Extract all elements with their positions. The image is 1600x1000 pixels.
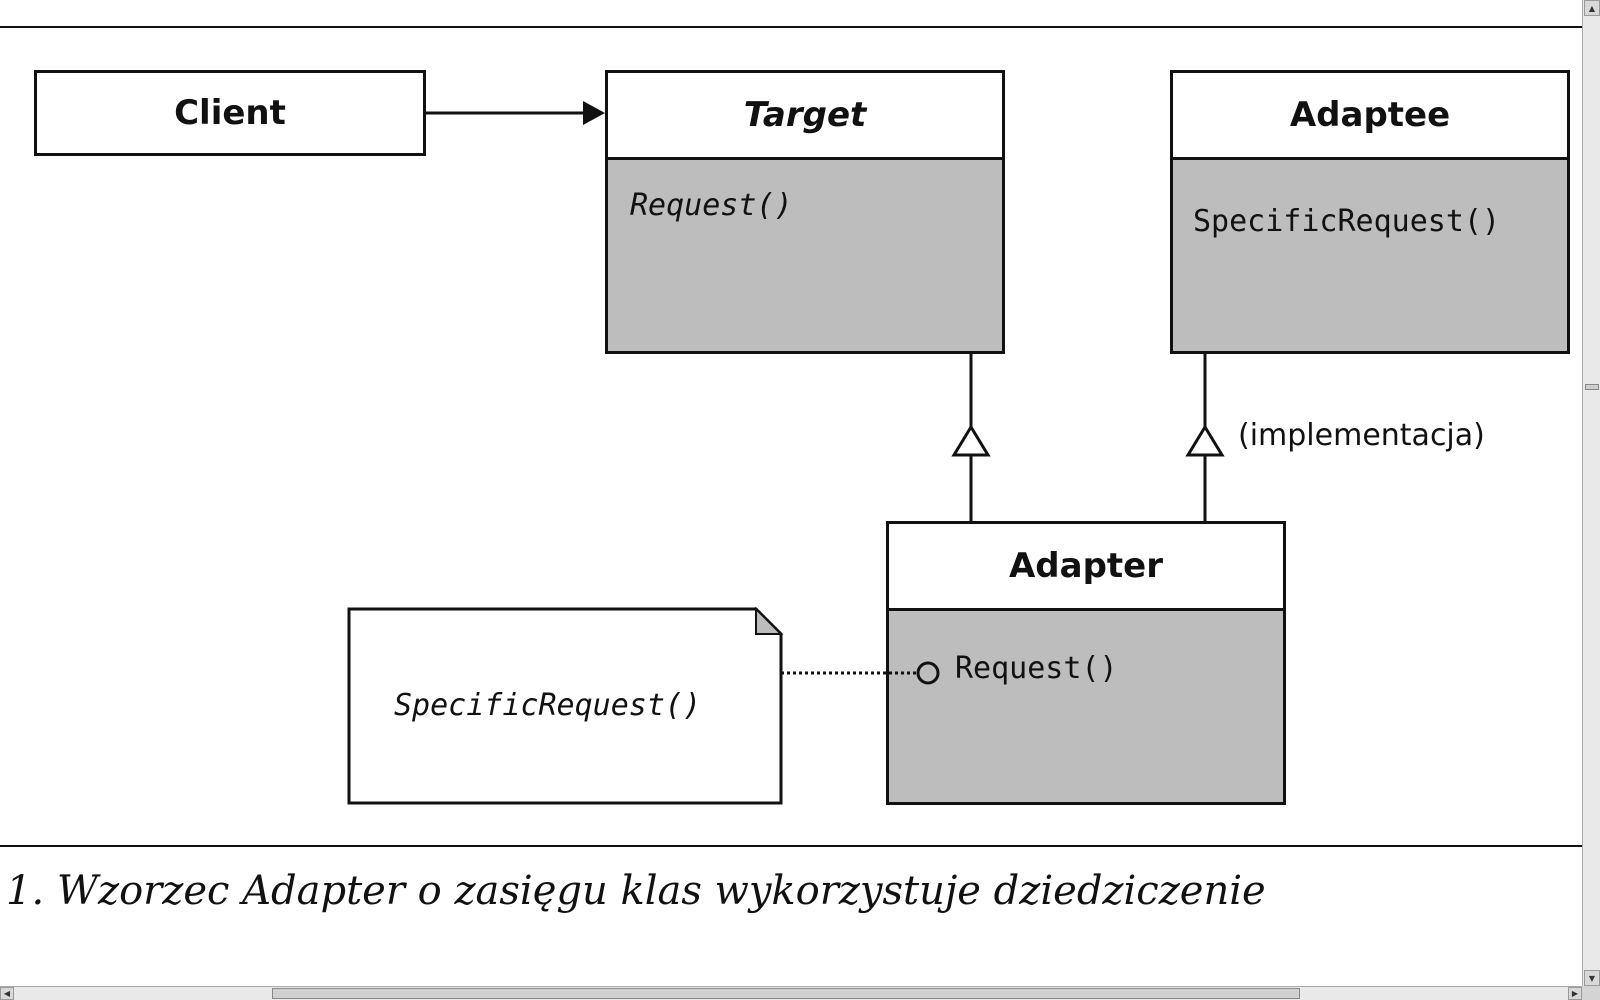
horizontal-scroll-thumb[interactable] (272, 988, 1300, 999)
note-fold (755, 606, 784, 635)
note-text: SpecificRequest() (394, 688, 702, 723)
figure-caption: 1. Wzorzec Adapter o zasięgu klas wykorz… (6, 868, 1266, 914)
scrollbar-corner (1582, 986, 1600, 1000)
top-rule (0, 26, 1582, 28)
document-viewport: Client Target Request() Adaptee Specific… (0, 26, 1582, 914)
vertical-scroll-thumb[interactable] (1585, 384, 1599, 390)
connectors-layer (347, 101, 1225, 805)
target-operations-compartment: Request() (608, 157, 1002, 351)
adaptee-operations-compartment: SpecificRequest() (1173, 157, 1567, 351)
target-class-name: Target (743, 95, 867, 135)
target-class: Target Request() (605, 70, 1005, 354)
scroll-left-button[interactable]: ◀ (0, 987, 14, 1000)
client-class-name: Client (174, 93, 286, 133)
target-operation: Request() (630, 188, 793, 223)
adapter-class: Adapter Request() (886, 521, 1286, 805)
target-generalization-triangle (951, 424, 991, 457)
scroll-down-button[interactable]: ▼ (1584, 970, 1600, 986)
adaptee-link-label: (implementacja) (1238, 418, 1485, 453)
client-class: Client (34, 70, 426, 156)
association-arrowhead (583, 101, 605, 125)
scroll-up-button[interactable]: ▲ (1584, 0, 1600, 16)
note-shape (347, 607, 783, 805)
adaptee-class: Adaptee SpecificRequest() (1170, 70, 1570, 354)
caption-rule (0, 845, 1582, 847)
horizontal-scrollbar[interactable]: ◀ ▶ (0, 986, 1582, 1000)
adaptee-generalization-triangle (1185, 424, 1225, 457)
vertical-scrollbar[interactable]: ▲ ▼ (1582, 0, 1600, 986)
adapter-class-name: Adapter (1008, 546, 1163, 586)
adapter-operations-compartment: Request() (889, 608, 1283, 802)
adaptee-operation: SpecificRequest() (1193, 204, 1501, 239)
note-anchor-circle (916, 661, 940, 685)
adapter-operation: Request() (955, 651, 1118, 686)
scroll-right-button[interactable]: ▶ (1568, 987, 1582, 1000)
adaptee-class-name: Adaptee (1289, 95, 1451, 135)
